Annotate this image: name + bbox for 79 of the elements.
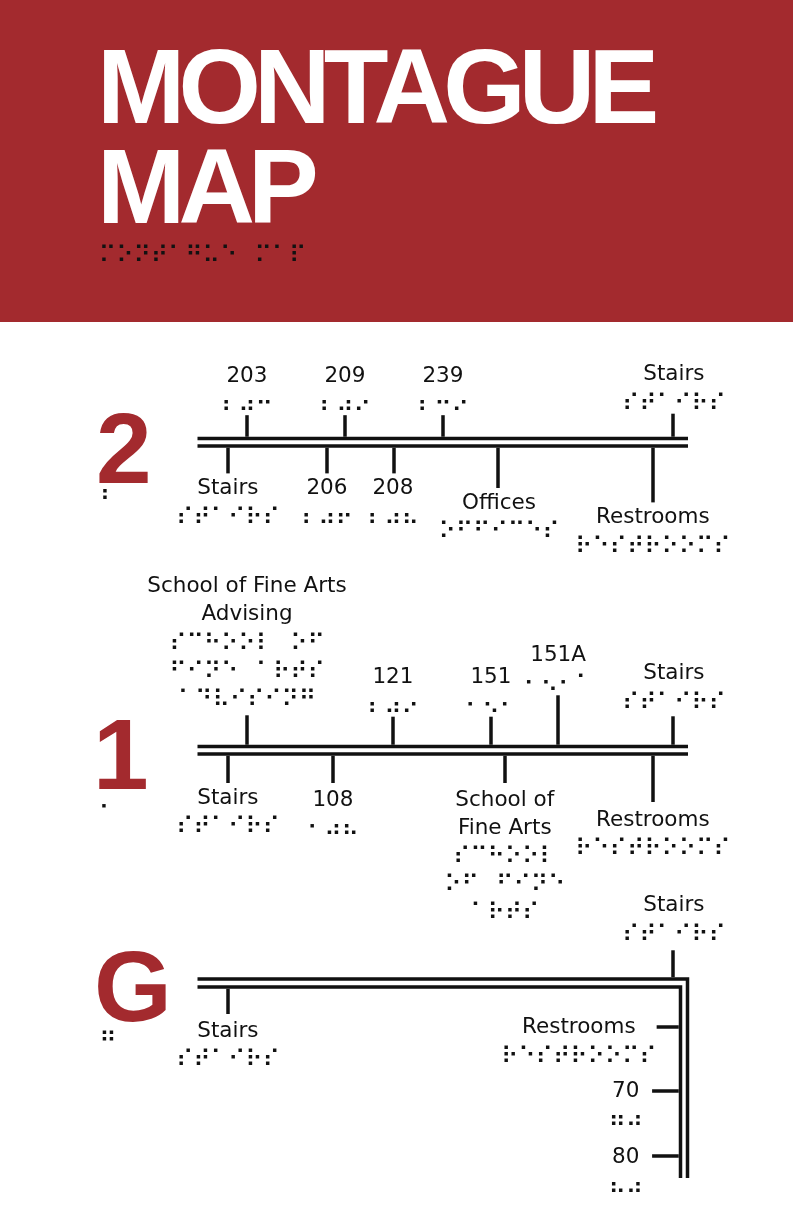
braille-text: ⠦⠴ (608, 1174, 644, 1197)
leader-line (651, 755, 655, 802)
leader-line (441, 415, 445, 437)
braille-text: ⠎⠞⠁⠊⠗⠎ (176, 505, 280, 528)
braille-text: ⠎⠞⠁⠊⠗⠎ (176, 815, 280, 838)
leader-line (331, 755, 335, 783)
room-label: 239 (422, 360, 464, 389)
braille-text: ⠎⠞⠁⠊⠗⠎ (622, 690, 726, 713)
room-label: Stairs (643, 658, 705, 687)
room-label: 208 (372, 473, 414, 502)
braille-text: ⠆⠴⠔ (367, 694, 419, 717)
braille-text: ⠂⠴⠦ (307, 817, 359, 840)
leader-line (671, 413, 675, 437)
room-label: Stairs (643, 359, 705, 388)
braille-text: ⠆⠴⠖ (301, 505, 353, 528)
braille-text: ⠗⠑⠎⠞⠗⠕⠕⠍⠎ (575, 534, 731, 557)
room-label: 203 (226, 360, 268, 389)
floor-number: G (94, 946, 172, 1024)
braille-text: ⠗⠑⠎⠞⠗⠕⠕⠍⠎ (575, 837, 731, 860)
braille-text: ⠎⠉⠓⠕⠕⠇ ⠕⠋ ⠋⠊⠝⠑ ⠁⠗⠞⠎ ⠁⠙⠧⠊⠎⠊⠝⠛ (168, 628, 326, 713)
leader-line (671, 950, 675, 978)
leader-line (652, 1154, 679, 1158)
braille-text: ⠂⠢⠂ (465, 694, 517, 717)
leader-line (651, 447, 655, 503)
leader-line (503, 755, 507, 783)
braille-text: ⠎⠞⠁⠊⠗⠎ (622, 922, 726, 945)
braille-text: ⠗⠑⠎⠞⠗⠕⠕⠍⠎ (501, 1044, 657, 1067)
room-label: 151A (530, 640, 586, 669)
room-label: 151 (470, 662, 512, 691)
floor-number: 1 (93, 713, 149, 791)
braille-text: ⠎⠞⠁⠊⠗⠎ (622, 391, 726, 414)
room-label: Stairs (197, 783, 259, 811)
room-label: 80 (612, 1142, 640, 1171)
leader-line (652, 1089, 679, 1093)
leader-line (226, 755, 230, 783)
leader-line (245, 715, 249, 745)
leader-line (391, 716, 395, 745)
leader-line (226, 988, 230, 1014)
corridor (197, 436, 688, 448)
leader-line (343, 415, 347, 437)
leader-line (325, 447, 329, 474)
braille-text: ⠆⠴⠔ (319, 393, 371, 416)
room-label: 70 (612, 1075, 640, 1104)
room-label: Restrooms (522, 1012, 636, 1041)
braille-text: ⠍⠕⠝⠞⠁⠛⠥⠑ ⠍⠁⠏ (98, 243, 307, 266)
page-title: MONTAGUE MAP (97, 36, 654, 236)
room-label: Restrooms (596, 502, 710, 531)
leader-line (671, 716, 675, 745)
braille-text: ⠶⠴ (608, 1108, 644, 1131)
leader-line (496, 447, 500, 488)
braille-text: ⠕⠋⠋⠊⠉⠑⠎ (438, 520, 560, 543)
room-label: School of Fine Arts (454, 785, 556, 842)
leader-line (489, 716, 493, 745)
leader-line (556, 695, 560, 745)
room-label: Restrooms (596, 805, 710, 834)
leader-line (392, 447, 396, 474)
braille-text: ⠂ (98, 796, 117, 819)
leader-line (656, 1025, 679, 1029)
braille-text: ⠆⠴⠦ (367, 505, 419, 528)
room-label: 108 (312, 785, 354, 814)
room-label: Stairs (643, 890, 705, 919)
braille-text: ⠎⠞⠁⠊⠗⠎ (176, 1048, 280, 1071)
braille-text: ⠂⠢⠂⠁ (523, 672, 593, 695)
room-label: Stairs (197, 1015, 259, 1044)
braille-text: ⠛ (99, 1029, 117, 1052)
braille-text: ⠆⠒⠔ (417, 393, 469, 416)
braille-text: ⠆ (99, 482, 117, 505)
braille-text: ⠎⠉⠓⠕⠕⠇ ⠕⠋ ⠋⠊⠝⠑ ⠁⠗⠞⠎ (443, 842, 567, 927)
leader-line (226, 447, 230, 474)
leader-line (245, 415, 249, 437)
room-label: 121 (372, 662, 414, 691)
floor-number: 2 (96, 407, 152, 485)
room-label: Stairs (197, 473, 259, 502)
room-label: 206 (306, 473, 348, 502)
room-label: 209 (324, 360, 366, 389)
corridor (197, 744, 688, 756)
braille-text: ⠆⠴⠒ (221, 393, 273, 416)
room-label: School of Fine Arts Advising (146, 571, 348, 628)
room-label: Offices (462, 488, 536, 516)
